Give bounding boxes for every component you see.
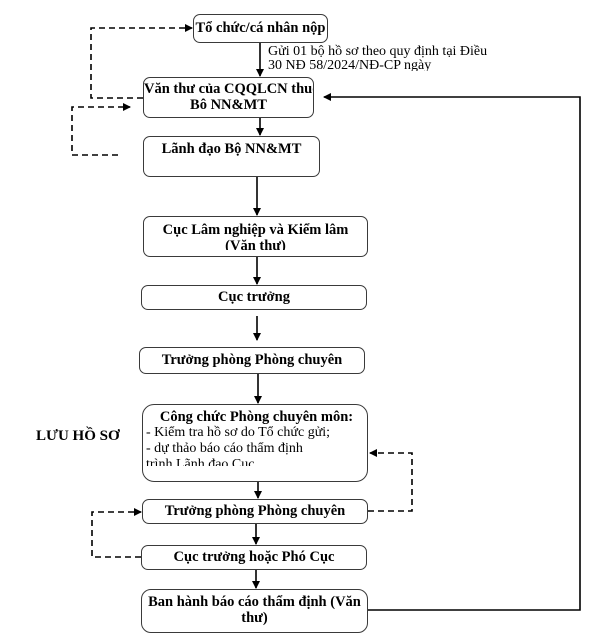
edge-van-thu-cqqlcn-to-to-chuc-nop (90, 24, 193, 99)
node-text: Bô NN&MT (190, 97, 267, 113)
node-text: (Văn thư) (225, 238, 286, 250)
edge-lanh-dao-bo-to-van-thu-cqqlcn (71, 103, 131, 156)
node-text: Trưởng phòng Phòng chuyên (164, 503, 346, 519)
node-text: Lãnh đạo Bộ NN&MT (161, 141, 302, 157)
node-text: Ban hành báo cáo thẩm định (Văn (148, 594, 361, 610)
node-van-thu-cqqlcn: Văn thư của CQQLCN thuộc Bô NN&MT (143, 77, 314, 118)
node-cong-chuc: Công chức Phòng chuyên môn: - Kiểm tra h… (142, 404, 368, 482)
node-text: thư) (241, 610, 268, 626)
node-title: Công chức Phòng chuyên môn: (159, 409, 354, 425)
node-text: trình Lãnh đạo Cục (146, 457, 255, 466)
edge-cuc-truong-pho-cuc-to-truong-phong-2 (91, 508, 142, 558)
node-lanh-dao-bo: Lãnh đạo Bộ NN&MT (143, 136, 320, 177)
node-text: Văn thư của CQQLCN thuộc (144, 81, 314, 97)
edge-truong-phong-2-to-cong-chuc (368, 449, 413, 512)
node-truong-phong-1: Trưởng phòng Phòng chuyên (139, 347, 365, 374)
node-ban-hanh: Ban hành báo cáo thẩm định (Văn thư) (141, 589, 368, 633)
node-cuc-lam-nghiep: Cục Lâm nghiệp và Kiểm lâm (Văn thư) (143, 216, 368, 257)
node-text: Cục trưởng hoặc Phó Cục (173, 549, 335, 565)
node-truong-phong-2: Trưởng phòng Phòng chuyên (142, 499, 368, 524)
node-text: Trưởng phòng Phòng chuyên (161, 352, 343, 368)
node-text: - dự thảo báo cáo thẩm định (146, 441, 303, 456)
node-text: Cục trưởng (218, 289, 290, 305)
submission-annotation: Gửi 01 bộ hồ sơ theo quy định tại Điều 3… (268, 44, 488, 72)
node-text: Cục Lâm nghiệp và Kiểm lâm (162, 222, 349, 238)
annotation-line: Gửi 01 bộ hồ sơ theo quy định tại Điều (268, 44, 488, 59)
luu-ho-so-label: LƯU HỒ SƠ (36, 428, 120, 444)
edge-ban-hanh-to-van-thu-cqqlcn (323, 93, 581, 611)
node-to-chuc-nop: Tổ chức/cá nhân nộp (193, 14, 328, 43)
node-cuc-truong-pho-cuc: Cục trưởng hoặc Phó Cục (141, 545, 367, 570)
node-text: Tổ chức/cá nhân nộp (195, 20, 326, 36)
node-cuc-truong: Cục trưởng (141, 285, 367, 310)
annotation-line: 30 NĐ 58/2024/NĐ-CP ngày (268, 59, 432, 71)
node-text: - Kiểm tra hồ sơ do Tổ chức gửi; (146, 425, 331, 440)
